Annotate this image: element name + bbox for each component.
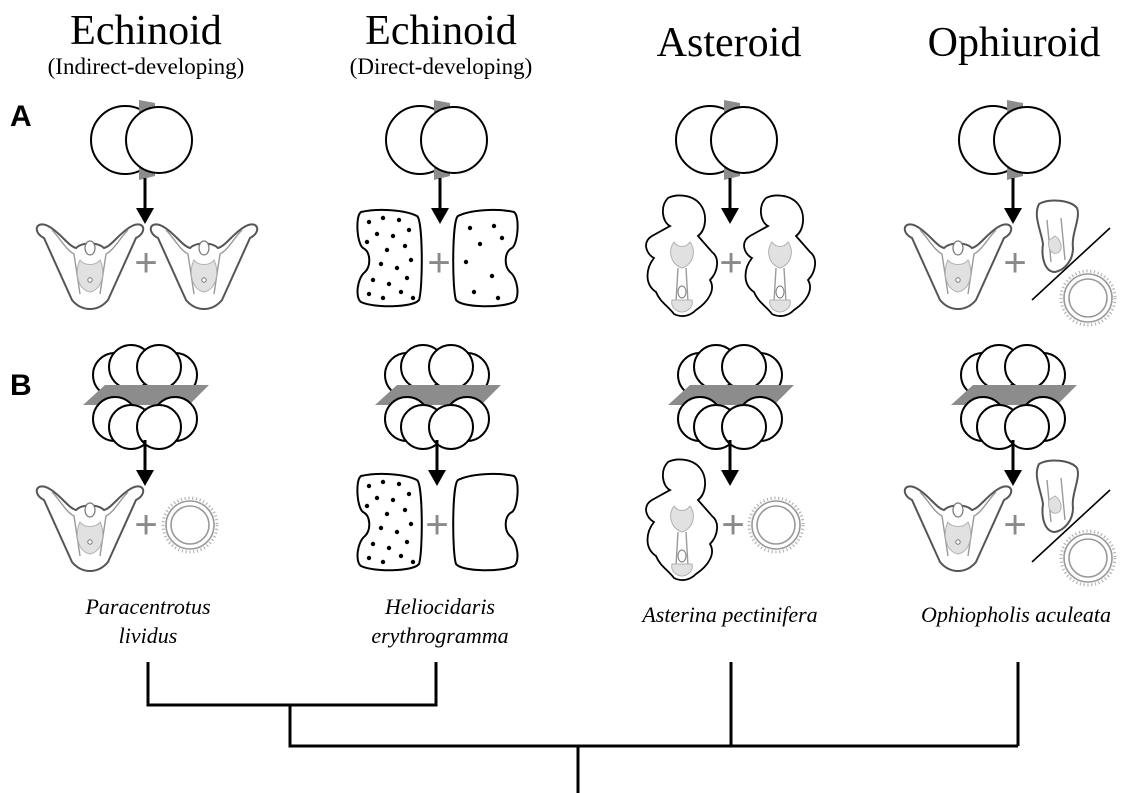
- blastula-icon: [749, 498, 803, 552]
- split-egg-icon: [386, 100, 487, 180]
- result-b-1: +: [37, 486, 217, 571]
- tree-echinoid-clade: [148, 662, 436, 705]
- eight-cell-embryo-icon: [951, 345, 1077, 449]
- plus-sign: +: [134, 241, 157, 285]
- column-subtitle-2: (Direct-developing): [350, 54, 533, 79]
- tree-base-branch: [290, 705, 1018, 746]
- plus-sign: +: [1003, 503, 1026, 547]
- species-name-4: Ophiopholis aculeata: [921, 602, 1111, 627]
- arrow-down-icon: [721, 178, 739, 224]
- column-title-4: Ophiuroid: [928, 20, 1101, 66]
- pluteus-larva-icon: [905, 486, 1011, 571]
- partial-larva-icon: [1037, 461, 1078, 532]
- result-a-2: +: [357, 210, 517, 306]
- bipinnaria-larva-icon: [744, 196, 815, 317]
- partial-larva-icon: [1037, 201, 1078, 272]
- blastula-icon: [1061, 531, 1115, 585]
- result-b-3: +: [646, 460, 803, 581]
- bipinnaria-larva-icon: [646, 460, 717, 581]
- blastula-icon: [1061, 271, 1115, 325]
- pluteus-larva-icon: [37, 224, 143, 309]
- split-egg-icon: [91, 100, 192, 180]
- bipinnaria-larva-icon: [646, 196, 717, 317]
- pluteus-larva-icon: [37, 486, 143, 571]
- plus-sign: +: [721, 503, 744, 547]
- pluteus-larva-icon: [151, 224, 257, 309]
- species-labels: Paracentrotus lividus Heliocidaris eryth…: [84, 594, 1111, 648]
- dotted-larva-icon: [357, 210, 421, 306]
- eight-cell-embryo-icon: [668, 345, 794, 449]
- pluteus-larva-icon: [905, 224, 1011, 309]
- arrow-down-icon: [136, 178, 154, 224]
- panel-label-a: A: [10, 100, 32, 133]
- species-name-3: Asterina pectinifera: [640, 602, 817, 627]
- split-egg-icon: [959, 100, 1060, 180]
- species-name-1b: lividus: [119, 623, 178, 648]
- result-a-1: +: [37, 224, 257, 309]
- arrow-down-icon: [431, 178, 449, 224]
- species-name-2a: Heliocidaris: [384, 594, 495, 619]
- plus-sign: +: [719, 241, 742, 285]
- species-name-1a: Paracentrotus: [84, 594, 210, 619]
- plus-sign: +: [134, 503, 157, 547]
- column-title-2: Echinoid: [365, 8, 517, 54]
- column-subtitle-1: (Indirect-developing): [48, 54, 245, 79]
- species-name-2b: erythrogramma: [371, 623, 508, 648]
- panel-label-b: B: [10, 369, 32, 402]
- column-title-3: Asteroid: [657, 20, 802, 66]
- result-b-2: +: [357, 474, 517, 570]
- empty-larva-icon: [453, 474, 517, 570]
- split-egg-icon: [676, 100, 777, 180]
- phylogenetic-tree: [148, 662, 1018, 793]
- column-title-1: Echinoid: [70, 8, 222, 54]
- plus-sign: +: [427, 241, 450, 285]
- eight-cell-embryo-icon: [83, 345, 209, 449]
- plus-sign: +: [425, 503, 448, 547]
- dotted-larva-icon: [453, 210, 517, 306]
- result-a-4: +: [905, 201, 1115, 325]
- column-titles: Echinoid (Indirect-developing) Echinoid …: [48, 8, 1101, 79]
- plus-sign: +: [1003, 241, 1026, 285]
- dotted-larva-icon: [357, 474, 421, 570]
- arrow-down-icon: [1004, 178, 1022, 224]
- blastula-icon: [163, 498, 217, 552]
- eight-cell-embryo-icon: [375, 345, 501, 449]
